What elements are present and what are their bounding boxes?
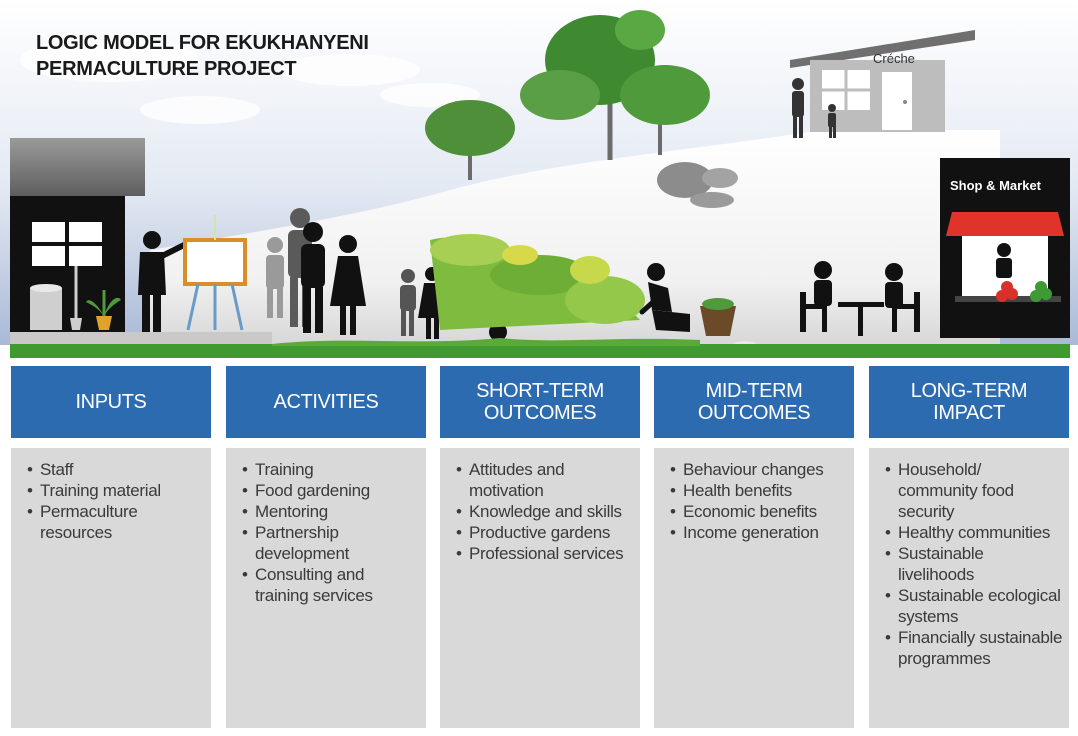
list-item: Productive gardens bbox=[456, 522, 634, 543]
list-item: Attitudes and motivation bbox=[456, 459, 634, 501]
item-list: Behaviour changes Health benefits Econom… bbox=[654, 448, 854, 543]
list-item: Behaviour changes bbox=[670, 459, 848, 480]
column-header: MID-TERM OUTCOMES bbox=[654, 366, 854, 438]
list-item: Knowledge and skills bbox=[456, 501, 634, 522]
column-header-line: ACTIVITIES bbox=[273, 391, 379, 413]
column-header-line: OUTCOMES bbox=[483, 402, 597, 424]
column-header: INPUTS bbox=[11, 366, 211, 438]
logic-model-columns: INPUTS Staff Training material Permacult… bbox=[0, 366, 1078, 736]
column-activities: ACTIVITIES Training Food gardening Mento… bbox=[226, 366, 426, 728]
column-inputs: INPUTS Staff Training material Permacult… bbox=[11, 366, 211, 728]
column-header-line: SHORT-TERM bbox=[476, 380, 604, 402]
list-item: Financially sustainable programmes bbox=[885, 627, 1063, 669]
column-header-line: LONG-TERM bbox=[910, 380, 1028, 402]
list-item: Sustainable livelihoods bbox=[885, 543, 1063, 585]
kneeling-gardener bbox=[639, 263, 757, 349]
list-item: Healthy communities bbox=[885, 522, 1063, 543]
list-item: Permaculture resources bbox=[27, 501, 205, 543]
page-title-line-1: LOGIC MODEL FOR EKUKHANYENI bbox=[36, 32, 369, 54]
list-item: Health benefits bbox=[670, 480, 848, 501]
column-header-line: OUTCOMES bbox=[697, 402, 811, 424]
list-item: Food gardening bbox=[242, 480, 420, 501]
column-header: LONG-TERM IMPACT bbox=[869, 366, 1069, 438]
list-item: Mentoring bbox=[242, 501, 420, 522]
shop-building: Shop & Market bbox=[940, 158, 1070, 338]
item-list: Training Food gardening Mentoring Partne… bbox=[226, 448, 426, 606]
tree-group bbox=[425, 10, 710, 180]
column-header-line: INPUTS bbox=[75, 391, 147, 413]
column-header: SHORT-TERM OUTCOMES bbox=[440, 366, 640, 438]
item-list: Household/ community food security Healt… bbox=[869, 448, 1069, 669]
column-body: Household/ community food security Healt… bbox=[869, 448, 1069, 728]
column-body: Behaviour changes Health benefits Econom… bbox=[654, 448, 854, 728]
school-building bbox=[10, 138, 145, 334]
family-group bbox=[266, 208, 366, 335]
list-item: Income generation bbox=[670, 522, 848, 543]
illustration-scene: Créche bbox=[0, 0, 1078, 358]
list-item: Consulting and training services bbox=[242, 564, 420, 606]
garden-bushes bbox=[430, 234, 645, 330]
list-item: Sustainable ecological systems bbox=[885, 585, 1063, 627]
column-body: Attitudes and motivation Knowledge and s… bbox=[440, 448, 640, 728]
rocks bbox=[657, 162, 738, 208]
creche-label: Créche bbox=[873, 51, 915, 66]
list-item: Staff bbox=[27, 459, 205, 480]
item-list: Staff Training material Permaculture res… bbox=[11, 448, 211, 543]
column-long-term-impact: LONG-TERM IMPACT Household/ community fo… bbox=[869, 366, 1069, 728]
shop-label: Shop & Market bbox=[950, 178, 1042, 193]
clouds bbox=[20, 38, 480, 124]
grass-strip bbox=[10, 344, 1070, 358]
page-title: LOGIC MODEL FOR EKUKHANYENI PERMACULTURE… bbox=[36, 30, 369, 82]
column-header-line: MID-TERM bbox=[705, 380, 803, 402]
page-title-line-2: PERMACULTURE PROJECT bbox=[36, 58, 297, 80]
list-item: Professional services bbox=[456, 543, 634, 564]
list-item: Household/ community food security bbox=[885, 459, 1063, 522]
column-mid-term-outcomes: MID-TERM OUTCOMES Behaviour changes Heal… bbox=[654, 366, 854, 728]
column-header: ACTIVITIES bbox=[226, 366, 426, 438]
creche-building: Créche bbox=[790, 30, 975, 138]
column-header-line: IMPACT bbox=[933, 402, 1005, 424]
list-item: Training bbox=[242, 459, 420, 480]
column-short-term-outcomes: SHORT-TERM OUTCOMES Attitudes and motiva… bbox=[440, 366, 640, 728]
list-item: Economic benefits bbox=[670, 501, 848, 522]
people-at-table bbox=[800, 261, 920, 336]
item-list: Attitudes and motivation Knowledge and s… bbox=[440, 448, 640, 564]
teacher-and-board bbox=[138, 215, 247, 332]
column-body: Training Food gardening Mentoring Partne… bbox=[226, 448, 426, 728]
list-item: Training material bbox=[27, 480, 205, 501]
column-body: Staff Training material Permaculture res… bbox=[11, 448, 211, 728]
ground-slab bbox=[10, 332, 272, 344]
list-item: Partnership development bbox=[242, 522, 420, 564]
